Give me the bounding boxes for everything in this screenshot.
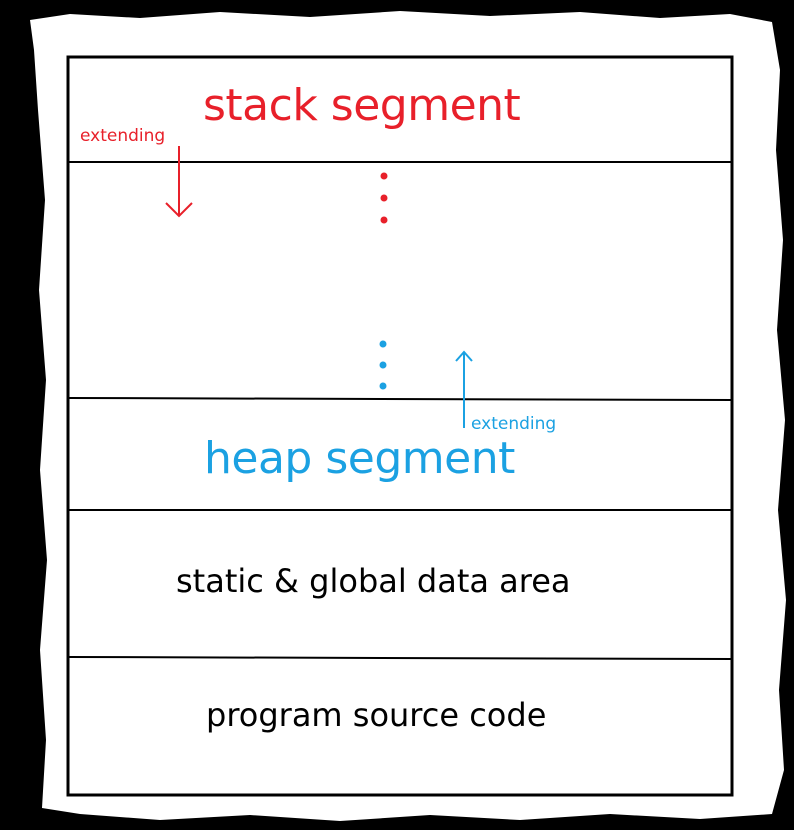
heap-segment-label: heap segment [204,433,515,484]
stack-growth-arrow-icon [165,146,193,218]
memory-frame [66,55,734,797]
code-divider [67,656,733,660]
static-global-area-label: static & global data area [176,562,571,600]
paper-sheet [30,11,786,821]
stack-segment-label: stack segment [203,80,521,131]
heap-extending-label: extending [471,414,557,434]
heap-continuation-dots [379,340,387,390]
stack-extending-label: extending [80,126,166,146]
stack-continuation-dots [380,172,388,224]
program-source-code-label: program source code [206,696,547,734]
heap-growth-arrow-icon [455,350,473,428]
heap-divider [67,397,733,401]
